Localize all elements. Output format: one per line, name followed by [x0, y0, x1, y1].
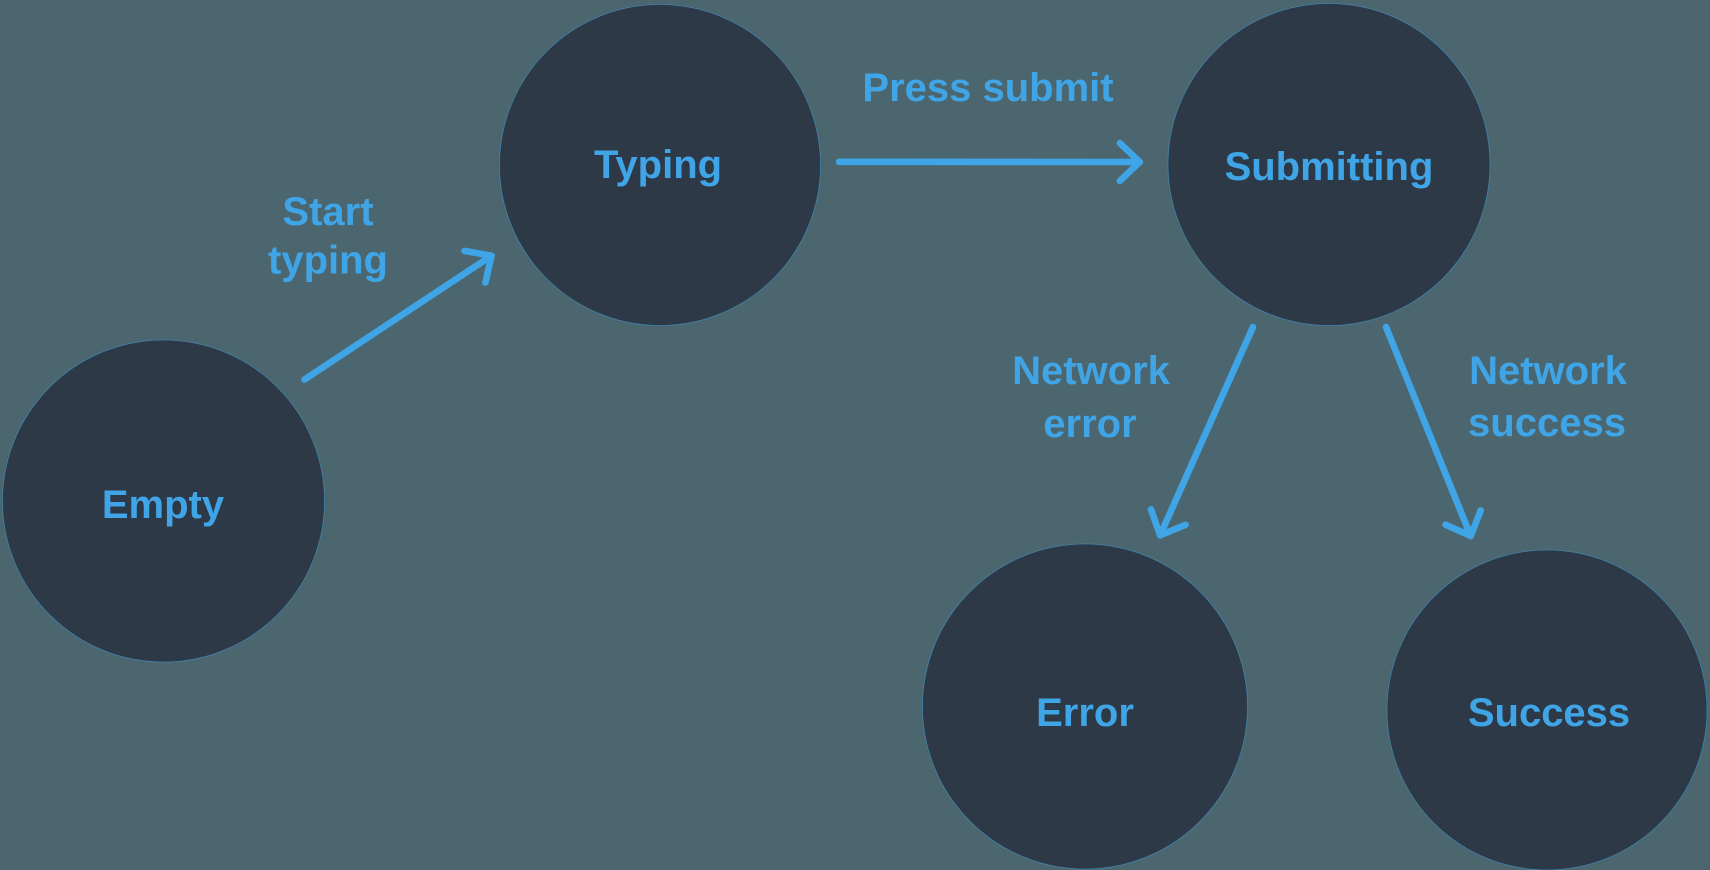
svg-text:Submitting: Submitting: [1225, 145, 1434, 189]
svg-text:Success: Success: [1468, 691, 1630, 735]
svg-text:error: error: [1043, 402, 1136, 446]
svg-text:Empty: Empty: [102, 483, 225, 527]
svg-text:Start: Start: [282, 190, 373, 234]
svg-text:Network: Network: [1012, 349, 1171, 393]
svg-text:Typing: Typing: [594, 143, 722, 187]
svg-text:success: success: [1468, 401, 1626, 445]
svg-text:Error: Error: [1036, 691, 1134, 735]
svg-text:Press submit: Press submit: [862, 66, 1113, 110]
svg-text:typing: typing: [268, 239, 388, 283]
svg-text:Network: Network: [1469, 349, 1628, 393]
